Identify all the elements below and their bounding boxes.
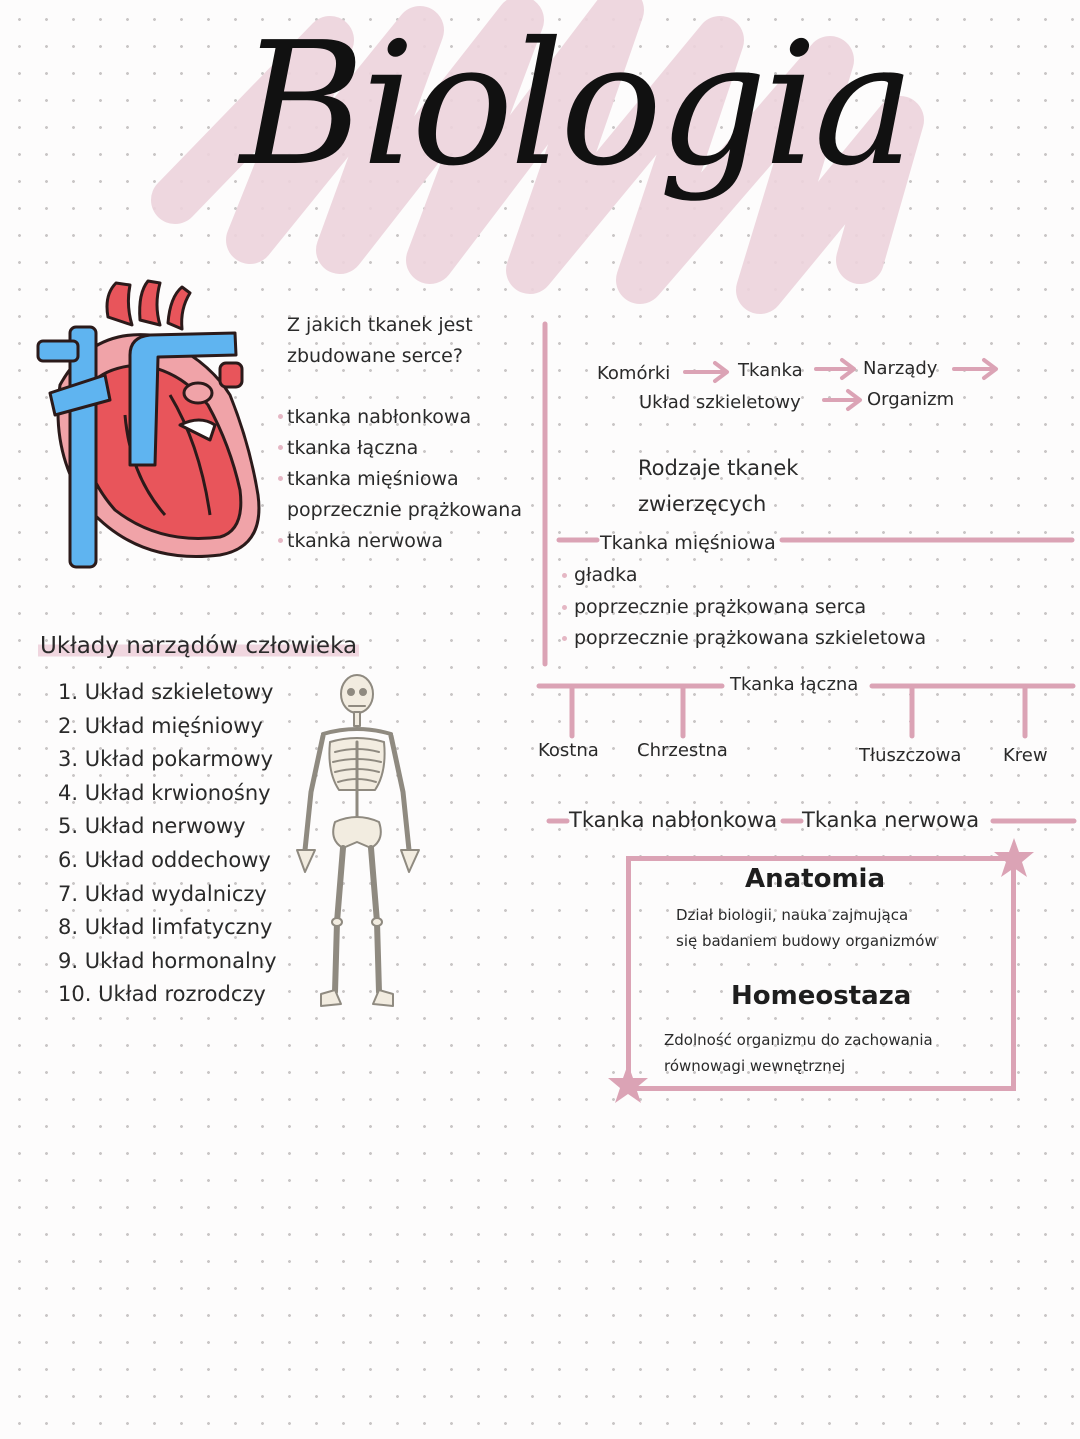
list-item: 6. Układ oddechowy xyxy=(58,847,271,872)
connective-tree xyxy=(536,683,1076,739)
definition-anatomia: Dział biologii, nauka zajmująca się bada… xyxy=(676,902,937,954)
animal-tissues-title-line2: zwierzęcych xyxy=(638,492,767,516)
list-item: tkanka nabłonkowa xyxy=(278,402,547,433)
list-item: tkanka łączna xyxy=(278,433,547,464)
nervous-tissue-label: Tkanka nerwowa xyxy=(802,808,980,832)
muscle-types-list: gładka poprzecznie prążkowana serca popr… xyxy=(561,560,926,655)
list-item: 3. Układ pokarmowy xyxy=(58,747,274,772)
list-item: 4. Układ krwionośny xyxy=(58,780,271,805)
star-icon xyxy=(608,1064,648,1103)
term-anatomia: Anatomia xyxy=(745,864,886,894)
list-item: poprzecznie prążkowana xyxy=(287,499,522,521)
flow-organs: Narządy xyxy=(863,358,938,379)
list-item: 9. Układ hormonalny xyxy=(58,948,277,973)
heart-illustration xyxy=(36,279,261,569)
arrow-icon xyxy=(814,358,856,380)
list-item: tkanka mięśniowa xyxy=(278,464,547,495)
vertical-divider xyxy=(542,321,548,667)
list-item: poprzecznie prążkowana szkieletowa xyxy=(561,623,926,655)
definition-line: się badaniem budowy organizmów xyxy=(676,932,937,950)
animal-tissues-title-line1: Rodzaje tkanek xyxy=(638,456,799,480)
flow-organism: Organizm xyxy=(867,389,955,410)
flow-tissue: Tkanka xyxy=(738,360,803,381)
organ-systems-title: Układy narządów człowieka xyxy=(38,633,360,659)
definition-homeostaza: Zdolność organizmu do zachowania równowa… xyxy=(664,1027,933,1079)
list-item: poprzecznie prążkowana serca xyxy=(561,592,926,624)
definitions-box xyxy=(626,856,1016,1091)
connective-type-cartilage: Chrzestna xyxy=(637,740,728,761)
connective-type-fat: Tłuszczowa xyxy=(859,745,962,766)
definition-line: Zdolność organizmu do zachowania xyxy=(664,1031,933,1049)
animal-tissues-title: Rodzaje tkanek zwierzęcych xyxy=(638,450,878,522)
connective-type-blood: Krew xyxy=(1003,745,1048,766)
flow-skeletal-system: Układ szkieletowy xyxy=(639,392,801,413)
organ-systems-list: 1. Układ szkieletowy 2. Układ mięśniowy … xyxy=(58,676,277,1012)
heart-tissue-list: tkanka nabłonkowa tkanka łączna tkanka m… xyxy=(278,402,547,557)
list-item: gładka xyxy=(561,560,926,592)
list-item: 2. Układ mięśniowy xyxy=(58,713,263,738)
title-scribble xyxy=(151,0,924,314)
list-item: 1. Układ szkieletowy xyxy=(58,680,274,704)
muscle-header-line xyxy=(556,537,1075,543)
arrow-icon xyxy=(683,361,729,383)
heart-question: Z jakich tkanek jest zbudowane serce? xyxy=(287,314,473,367)
arrow-icon xyxy=(822,389,862,411)
connective-tissue-label: Tkanka łączna xyxy=(730,674,859,695)
arrow-icon xyxy=(952,358,998,380)
list-item: tkanka nerwowa xyxy=(278,526,547,557)
definition-line: równowagi wewnętrznej xyxy=(664,1057,846,1075)
epithelial-nervous-line xyxy=(546,818,1077,824)
page-title: Biologia xyxy=(240,6,915,204)
flow-cells: Komórki xyxy=(597,363,671,384)
list-item: 8. Układ limfatyczny xyxy=(58,915,273,940)
list-item: 10. Układ rozrodczy xyxy=(58,982,266,1007)
skeleton-illustration xyxy=(296,674,420,1007)
star-icon xyxy=(994,838,1034,877)
term-homeostaza: Homeostaza xyxy=(731,981,912,1011)
connective-type-bone: Kostna xyxy=(538,740,599,761)
epithelial-tissue-label: Tkanka nabłonkowa xyxy=(569,808,778,832)
muscle-tissue-label: Tkanka mięśniowa xyxy=(600,532,776,554)
list-item: 7. Układ wydalniczy xyxy=(58,881,267,906)
list-item: 5. Układ nerwowy xyxy=(58,814,246,839)
definition-line: Dział biologii, nauka zajmująca xyxy=(676,906,909,924)
